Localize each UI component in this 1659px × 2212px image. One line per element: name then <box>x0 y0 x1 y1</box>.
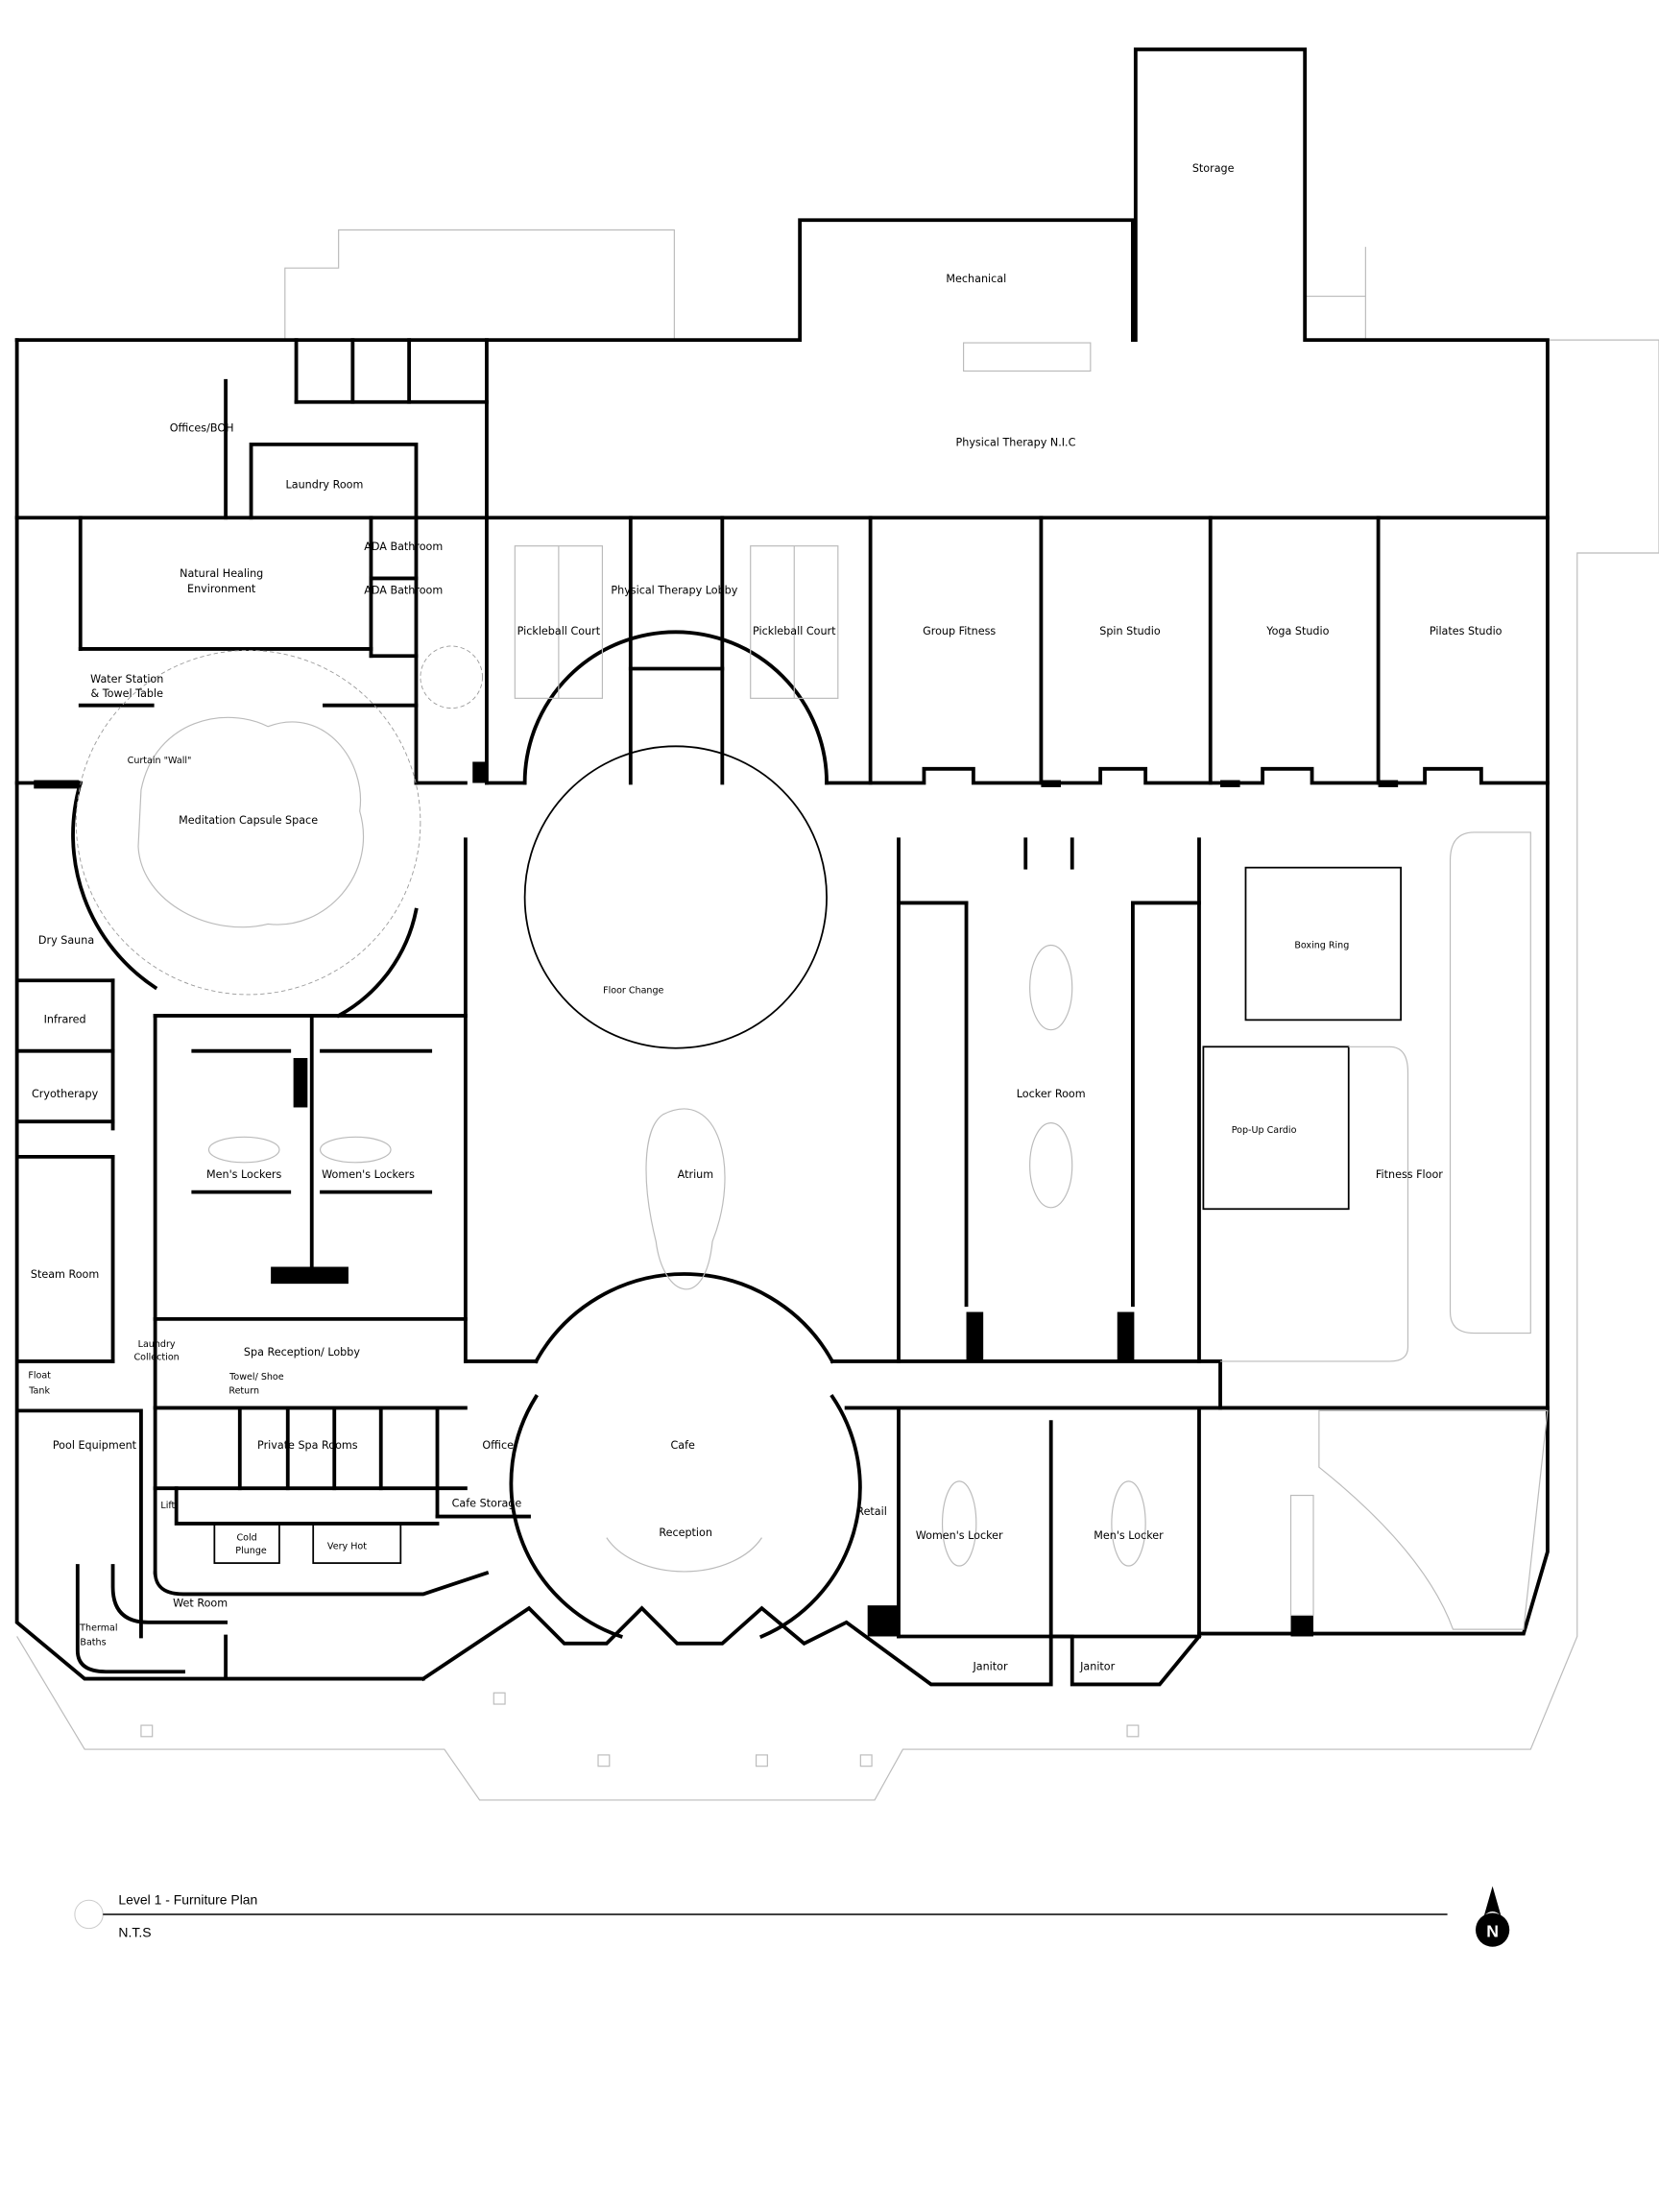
room-label-cryotherapy: Cryotherapy <box>32 1088 99 1100</box>
room-label-thermal-baths: Baths <box>80 1637 106 1647</box>
room-label-offices-boh: Offices/BOH <box>170 422 234 435</box>
room-label-private-spa-rooms: Private Spa Rooms <box>257 1439 358 1452</box>
room-label-cafe-storage: Cafe Storage <box>452 1497 522 1509</box>
site-outline <box>16 228 1659 1801</box>
room-label-cafe: Cafe <box>670 1439 695 1452</box>
room-label-pop-up-cardio: Pop-Up Cardio <box>1232 1125 1297 1136</box>
room-label-physical-therapy-lobby: Physical Therapy Lobby <box>611 585 737 597</box>
room-label-mens-lockers: Men's Lockers <box>206 1168 281 1181</box>
room-label-lift: Lift <box>160 1501 175 1511</box>
room-label-thermal-baths: Thermal <box>79 1623 117 1634</box>
room-label-pickleball-court: Pickleball Court <box>517 625 601 637</box>
room-label-cold-plunge: Plunge <box>235 1546 267 1556</box>
room-label-steam-room: Steam Room <box>31 1268 99 1281</box>
room-label-yoga-studio: Yoga Studio <box>1265 625 1329 637</box>
room-label-pool-equipment: Pool Equipment <box>53 1439 137 1452</box>
room-label-ada-bathroom: ADA Bathroom <box>364 585 443 597</box>
room-label-water-station: & Towel Table <box>91 687 164 700</box>
room-label-water-station: Water Station <box>90 673 163 685</box>
room-label-float-tank: Tank <box>28 1386 50 1397</box>
room-label-mens-locker: Men's Locker <box>1094 1529 1164 1542</box>
room-label-storage: Storage <box>1192 162 1235 175</box>
exterior-walls <box>14 47 1550 1687</box>
room-label-laundry-room: Laundry Room <box>286 478 364 491</box>
room-label-retail: Retail <box>856 1505 887 1518</box>
room-label-atrium: Atrium <box>678 1168 713 1181</box>
wall-blocks <box>34 761 1399 1637</box>
curved-walls <box>71 630 862 1639</box>
room-label-infrared: Infrared <box>44 1013 86 1025</box>
room-label-laundry-collection: Collection <box>133 1352 179 1362</box>
room-label-spin-studio: Spin Studio <box>1099 625 1161 637</box>
room-label-janitor: Janitor <box>972 1661 1007 1673</box>
room-label-natural-healing: Natural Healing <box>180 567 263 580</box>
title-marker <box>74 1899 104 1930</box>
room-label-meditation-capsule: Meditation Capsule Space <box>179 814 318 827</box>
room-label-group-fitness: Group Fitness <box>923 625 996 637</box>
interior-walls <box>14 338 1550 1674</box>
furniture <box>140 342 1549 1767</box>
room-label-floor-change: Floor Change <box>603 985 663 996</box>
room-label-reception: Reception <box>659 1527 712 1539</box>
room-label-boxing-ring: Boxing Ring <box>1294 940 1349 950</box>
room-label-ada-bathroom: ADA Bathroom <box>364 541 443 553</box>
room-label-mechanical: Mechanical <box>946 273 1006 285</box>
room-label-womens-lockers: Women's Lockers <box>322 1168 415 1181</box>
room-label-very-hot: Very Hot <box>327 1541 367 1551</box>
room-label-pilates-studio: Pilates Studio <box>1430 625 1503 637</box>
room-label-office: Office <box>482 1439 514 1452</box>
plan-scale: N.T.S <box>118 1924 151 1939</box>
room-label-womens-locker: Women's Locker <box>916 1529 1003 1542</box>
room-label-natural-healing: Environment <box>187 583 256 595</box>
room-label-janitor: Janitor <box>1079 1661 1115 1673</box>
room-label-cold-plunge: Cold <box>237 1533 257 1544</box>
room-label-wet-room: Wet Room <box>173 1598 228 1610</box>
north-arrow-icon: N <box>1475 1886 1510 1947</box>
room-labels: Storage Mechanical Physical Therapy N.I.… <box>28 162 1502 1672</box>
room-label-curtain-wall: Curtain "Wall" <box>128 756 192 766</box>
north-label: N <box>1486 1921 1499 1940</box>
room-label-fitness-floor: Fitness Floor <box>1376 1168 1443 1181</box>
room-label-towel-shoe-return: Towel/ Shoe <box>228 1372 284 1382</box>
room-label-physical-therapy-nic: Physical Therapy N.I.C <box>956 436 1076 448</box>
room-label-laundry-collection: Laundry <box>138 1339 176 1350</box>
room-label-spa-reception: Spa Reception/ Lobby <box>244 1346 360 1358</box>
room-label-towel-shoe-return: Return <box>228 1386 259 1397</box>
room-label-locker-room: Locker Room <box>1017 1088 1086 1100</box>
title-block: Level 1 - Furniture Plan N.T.S <box>74 1892 1448 1939</box>
plan-title: Level 1 - Furniture Plan <box>118 1892 257 1908</box>
room-label-pickleball-court: Pickleball Court <box>753 625 836 637</box>
room-label-float-tank: Float <box>28 1371 51 1382</box>
room-label-dry-sauna: Dry Sauna <box>38 934 94 947</box>
